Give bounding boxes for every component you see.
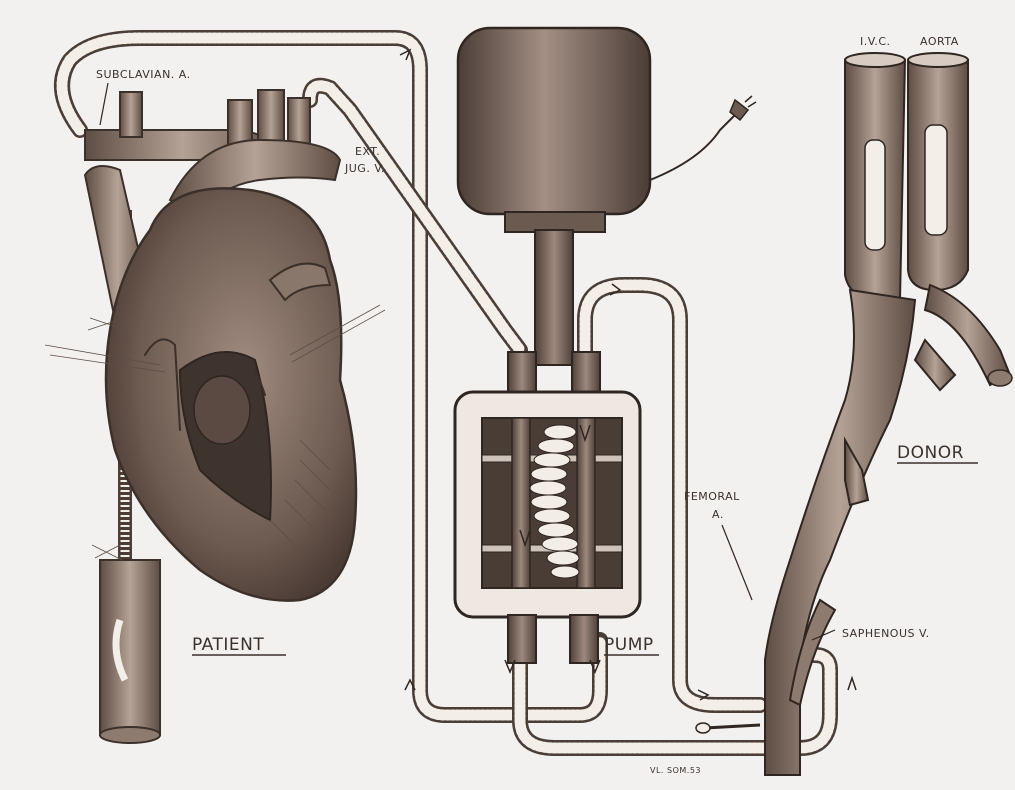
- donor-femoral-trunk: [765, 290, 915, 775]
- pump-port-bottom-left: [508, 615, 536, 663]
- arrow-icon: [848, 678, 856, 690]
- label-subclavian-artery: SUBCLAVIAN. A.: [96, 68, 191, 81]
- label-aorta: AORTA: [920, 35, 959, 48]
- donor-vessels: [696, 53, 1012, 775]
- label-patient: PATIENT: [192, 635, 264, 655]
- pump-motor: [458, 28, 650, 214]
- patient-heart: [45, 188, 385, 600]
- artist-signature: VL. SOM.53: [650, 766, 701, 775]
- label-femoral-line1: FEMORAL: [684, 490, 740, 503]
- label-donor: DONOR: [897, 443, 964, 463]
- arrow-icon: [400, 50, 410, 60]
- pump-port-bottom-right: [570, 615, 598, 663]
- label-ivc: I.V.C.: [860, 35, 891, 48]
- pump-port-top-right: [572, 352, 600, 394]
- pump-port-top-left: [508, 352, 536, 394]
- label-ext-jug-line1: EXT.: [355, 145, 380, 158]
- aortic-branch-1: [120, 92, 142, 137]
- pump-assembly: [455, 28, 756, 663]
- donor-iliac-branch: [915, 340, 955, 390]
- power-cord: [650, 112, 738, 180]
- donor-cannula: [705, 725, 760, 728]
- patient-lower-vein: [100, 560, 160, 735]
- pump-shaft: [535, 230, 573, 365]
- label-pump: PUMP: [604, 635, 654, 655]
- label-femoral-line2: A.: [712, 508, 724, 521]
- label-ext-jug-line2: JUG. V.: [344, 162, 385, 175]
- label-saphenous-vein: SAPHENOUS V.: [842, 627, 930, 640]
